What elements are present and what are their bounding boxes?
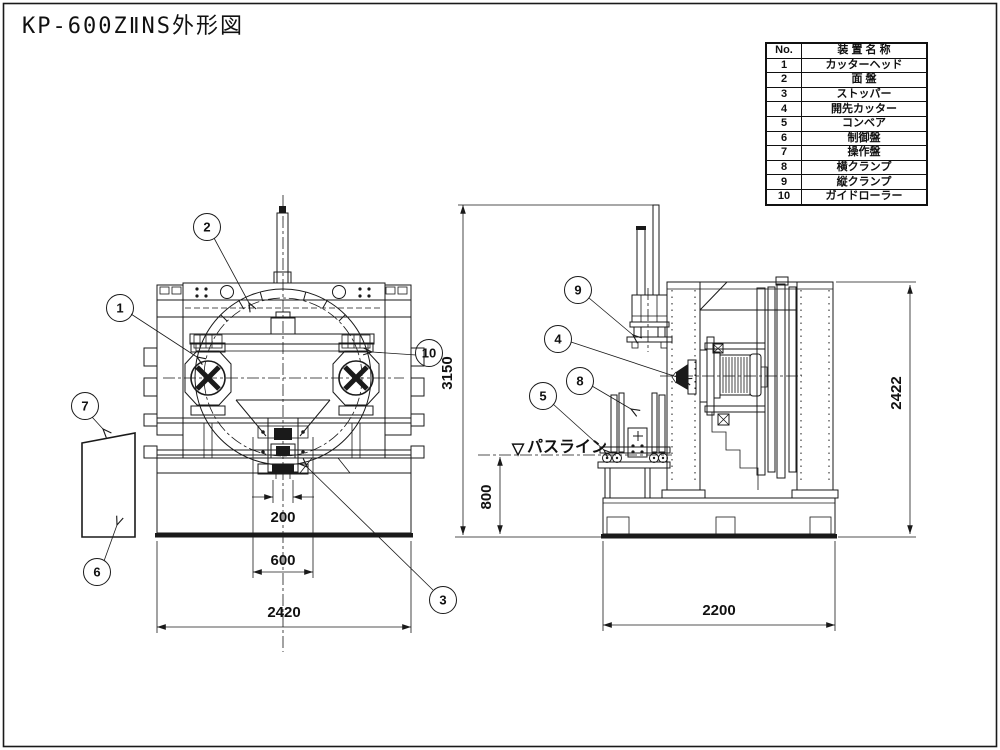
guide-roller-left <box>184 342 232 416</box>
dim-200: 200 <box>270 509 295 526</box>
part-name: カッターヘッド <box>801 57 928 74</box>
motor <box>704 336 768 490</box>
parts-col-no: No. <box>765 42 802 59</box>
dim-2420: 2420 <box>267 604 300 621</box>
svg-text:6: 6 <box>93 565 100 580</box>
horizontal-clamp <box>610 392 666 458</box>
part-no: 7 <box>765 145 802 161</box>
part-no: 1 <box>765 57 802 74</box>
svg-text:8: 8 <box>576 374 583 389</box>
balloon-9 <box>564 276 592 304</box>
svg-text:5: 5 <box>539 389 546 404</box>
parts-col-name: 装 置 名 称 <box>801 42 928 59</box>
vertical-clamp <box>626 204 673 352</box>
svg-text:10: 10 <box>422 346 436 361</box>
balloon-6 <box>83 558 111 586</box>
part-no: 3 <box>765 86 802 103</box>
dimensions: 200 600 2420 3150 800 2200 2422 ▽ パスライン <box>156 204 916 633</box>
svg-text:3: 3 <box>439 593 446 608</box>
svg-text:2: 2 <box>203 220 210 235</box>
dim-2422: 2422 <box>888 376 905 409</box>
part-no: 8 <box>765 159 802 176</box>
part-name: 操作盤 <box>801 145 928 161</box>
dim-600: 600 <box>270 552 295 569</box>
drawing-title: KP-600ZⅡNS外形図 <box>22 14 245 39</box>
dim-3150: 3150 <box>439 356 456 389</box>
dim-2200: 2200 <box>702 602 735 619</box>
svg-text:4: 4 <box>554 332 562 347</box>
balloon-8 <box>566 367 594 395</box>
stopper-mechanism <box>257 417 309 479</box>
part-name: 縦クランプ <box>801 174 928 190</box>
dim-800: 800 <box>478 484 495 509</box>
part-name: 制御盤 <box>801 130 928 147</box>
part-name: 横クランプ <box>801 159 928 176</box>
svg-text:7: 7 <box>81 399 88 414</box>
part-no: 2 <box>765 72 802 88</box>
part-no: 5 <box>765 115 802 132</box>
guide-roller-right <box>332 342 380 416</box>
balloon-3 <box>429 586 457 614</box>
part-name: 面 盤 <box>801 72 928 88</box>
balloon-1 <box>106 294 134 322</box>
part-name: ガイドローラー <box>801 188 928 206</box>
balloon-7 <box>71 392 99 420</box>
balloon-5 <box>529 382 557 410</box>
part-name: ストッパー <box>801 86 928 103</box>
part-no: 10 <box>765 188 802 206</box>
balloon-2 <box>193 213 221 241</box>
side-view-drawing <box>478 204 839 539</box>
svg-text:9: 9 <box>574 283 581 298</box>
part-no: 4 <box>765 101 802 117</box>
pass-line-label: パスライン <box>527 438 607 456</box>
part-no: 9 <box>765 174 802 190</box>
bolt-dots <box>195 287 371 298</box>
balloon-callouts: 1 2 3 6 7 10 4 5 8 9 <box>71 213 684 614</box>
balloon-4 <box>544 325 572 353</box>
control-panel <box>81 432 136 538</box>
svg-text:1: 1 <box>116 301 123 316</box>
parts-table-header: No. 装 置 名 称 <box>765 42 928 59</box>
balloon-10 <box>415 339 443 367</box>
front-view-drawing <box>81 195 425 652</box>
part-no: 6 <box>765 130 802 147</box>
pass-line-datum-icon: ▽ <box>511 441 525 458</box>
part-name: 開先カッター <box>801 101 928 117</box>
part-name: コンベア <box>801 115 928 132</box>
